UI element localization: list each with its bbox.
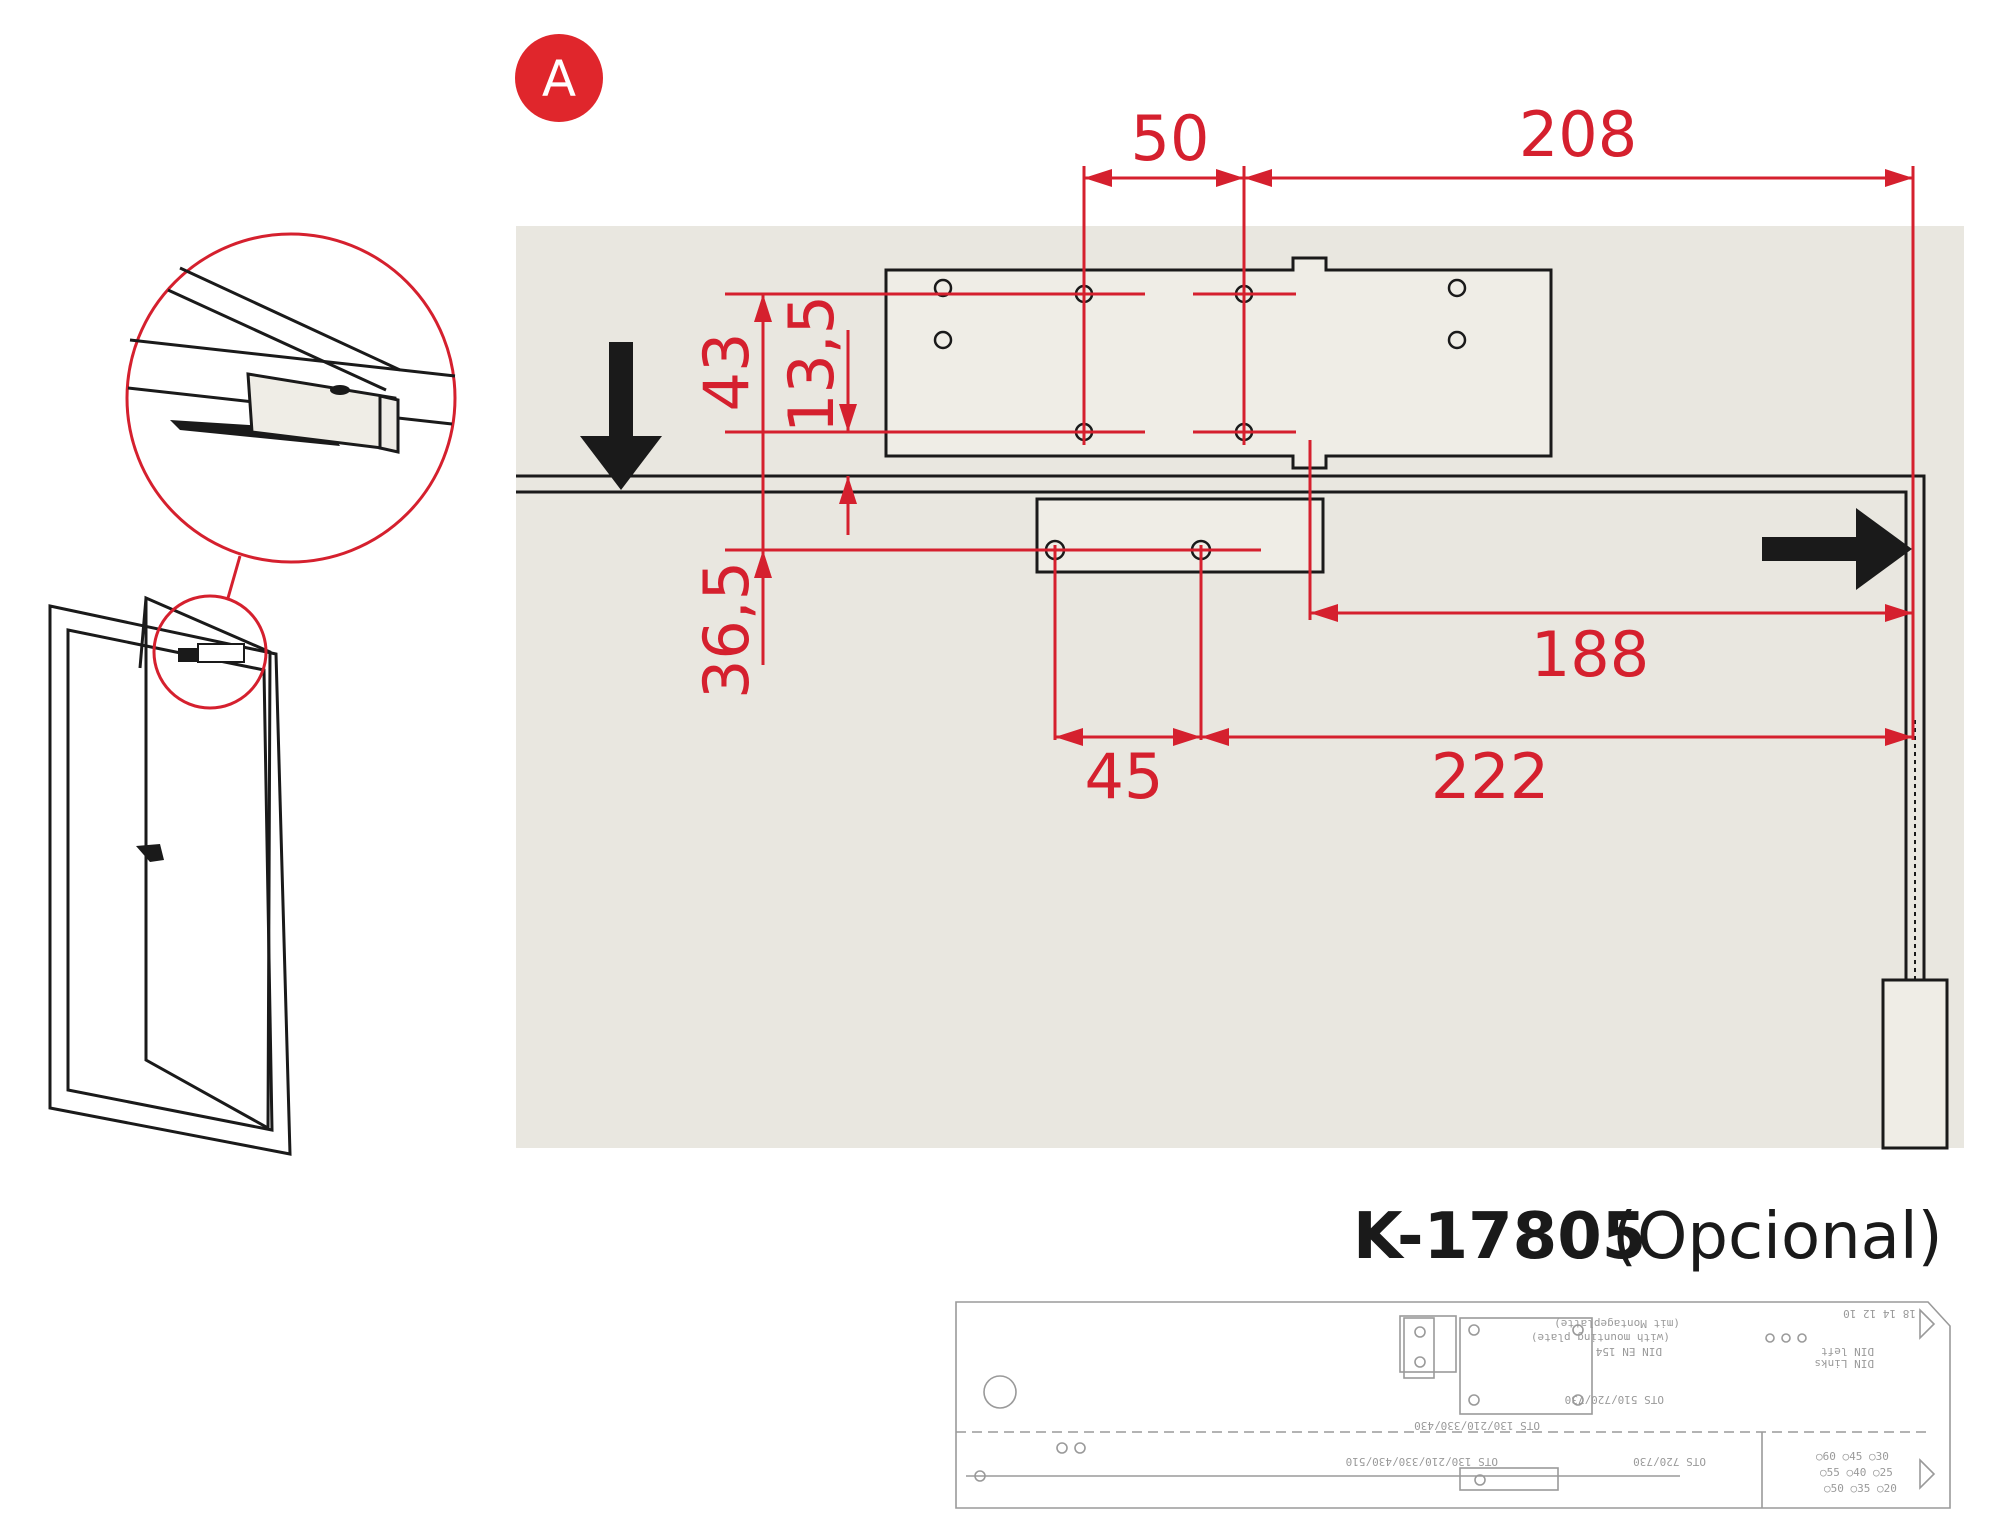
dim-45: 45 [1085, 740, 1164, 813]
dim-222: 222 [1431, 740, 1549, 813]
dim-13-5: 13,5 [775, 295, 848, 433]
door-icon [48, 595, 292, 1156]
frame-top-edge [516, 474, 1926, 1148]
plate-nums-b: ○55 ○40 ○25 [1820, 1466, 1893, 1479]
plate-label-ots-b: OTS 510/720/730 [1565, 1393, 1664, 1406]
dim-188: 188 [1531, 618, 1649, 691]
product-code: K-17805 [1353, 1200, 1646, 1274]
plate-nums-side: 18 14 12 10 [1843, 1307, 1916, 1320]
plate-label-din-links: DIN Links [1814, 1357, 1874, 1370]
plate-nums-a: ○60 ○45 ○30 [1816, 1450, 1889, 1463]
dimension-lines [725, 166, 1915, 746]
plate-label-mount: (with mounting plate) [1531, 1331, 1670, 1344]
frame-inner-edge [516, 490, 1908, 1148]
dim-43: 43 [690, 333, 763, 412]
arrow-down-icon [580, 342, 662, 490]
dim-208: 208 [1519, 98, 1637, 171]
plate-label-ots-a: OTS 130/210/330/430 [1414, 1419, 1540, 1432]
dim-50: 50 [1131, 102, 1210, 175]
magnifier-detail-icon [125, 232, 457, 710]
arrow-right-icon [1762, 508, 1912, 590]
arm-plate-lower [1035, 497, 1325, 574]
mounting-template: OTS 130/210/330/430 OTS 510/720/730 DIN … [955, 1301, 1951, 1509]
plate-label-din-en: DIN EN 154 [1595, 1345, 1662, 1358]
dim-36-5: 36,5 [690, 561, 763, 699]
badge-a: A [515, 34, 603, 122]
plate-label-ots-c: OTS 130/210/330/430/510 [1346, 1455, 1498, 1468]
hinge-block [1881, 978, 1949, 1150]
plate-nums-c: ○50 ○35 ○20 [1824, 1482, 1897, 1495]
plate-label-mount-de: (mit Montageplatte) [1554, 1317, 1680, 1330]
mounting-plate-upper [884, 256, 1553, 470]
plate-label-din-left: DIN left [1821, 1345, 1874, 1358]
product-note: (Opcional) [1612, 1200, 1943, 1274]
plate-label-ots-d: OTS 720/730 [1633, 1455, 1706, 1468]
svg-text:A: A [542, 50, 576, 108]
